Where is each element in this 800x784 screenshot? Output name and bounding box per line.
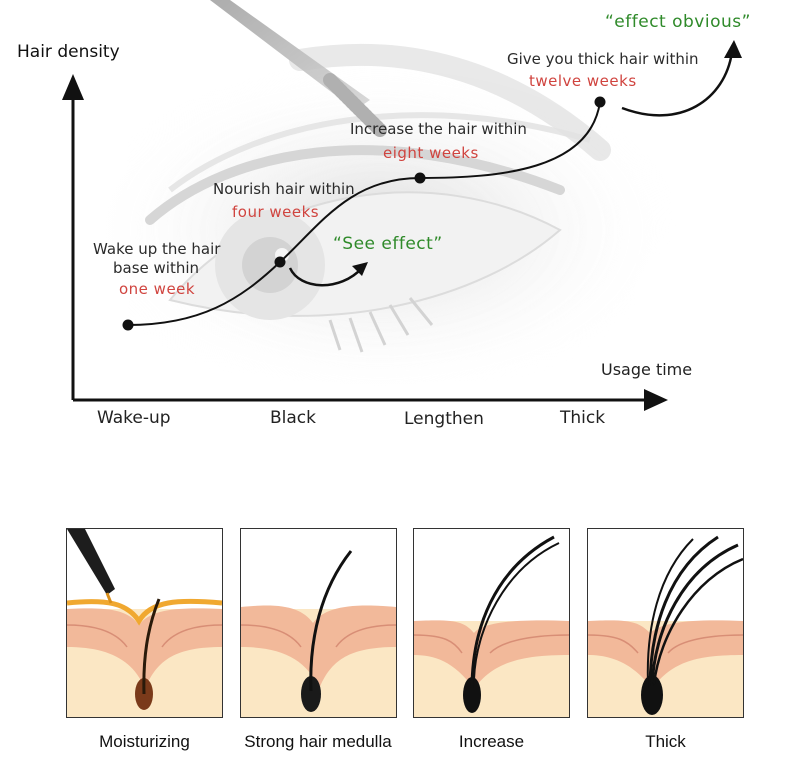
stage-1-line1: Wake up the hair: [93, 240, 221, 258]
see-effect-callout: “See effect”: [333, 234, 443, 254]
panel-strong-hair-medulla: [240, 528, 397, 718]
see-effect-arrow: [288, 262, 368, 287]
x-axis-title: Usage time: [601, 360, 693, 379]
stage-2-period: four weeks: [232, 203, 320, 221]
panel-increase: [413, 528, 570, 718]
stage-3-line1: Increase the hair within: [350, 120, 527, 138]
caption-increase: Increase: [458, 732, 525, 751]
thick-illustration: [588, 529, 743, 717]
caption-thick: Thick: [645, 732, 686, 751]
x-tick-black: Black: [270, 408, 316, 428]
x-tick-lengthen: Lengthen: [404, 409, 484, 429]
stage-4-period: twelve weeks: [529, 72, 637, 90]
growth-curve: [127, 101, 601, 326]
panel-thick: [587, 528, 744, 718]
effect-obvious-arrow: [621, 40, 742, 117]
increase-illustration: [414, 529, 569, 717]
strong-hair-medulla-illustration: [241, 529, 396, 717]
stage-2-line1: Nourish hair within: [213, 180, 355, 198]
growth-curve-diagram: [62, 0, 742, 411]
axes: [62, 74, 668, 411]
panel-moisturizing: [66, 528, 223, 718]
stage-point-4: [594, 96, 606, 108]
effect-obvious-callout: “effect obvious”: [605, 12, 751, 32]
x-tick-thick: Thick: [560, 408, 606, 428]
caption-moisturizing: Moisturizing: [99, 732, 190, 751]
moisturizing-illustration: [67, 529, 222, 717]
caption-strong-hair-medulla: Strong hair medulla: [244, 732, 392, 751]
stage-1-line2: base within: [113, 259, 200, 277]
stage-3-period: eight weeks: [383, 144, 479, 162]
stage-point-1: [122, 319, 134, 331]
stage-point-3: [414, 172, 426, 184]
stage-4-line1: Give you thick hair within: [507, 50, 699, 68]
x-tick-wake-up: Wake-up: [97, 408, 171, 428]
stage-1-period: one week: [119, 280, 196, 298]
stage-point-2: [274, 256, 286, 268]
y-axis-title: Hair density: [17, 42, 120, 62]
